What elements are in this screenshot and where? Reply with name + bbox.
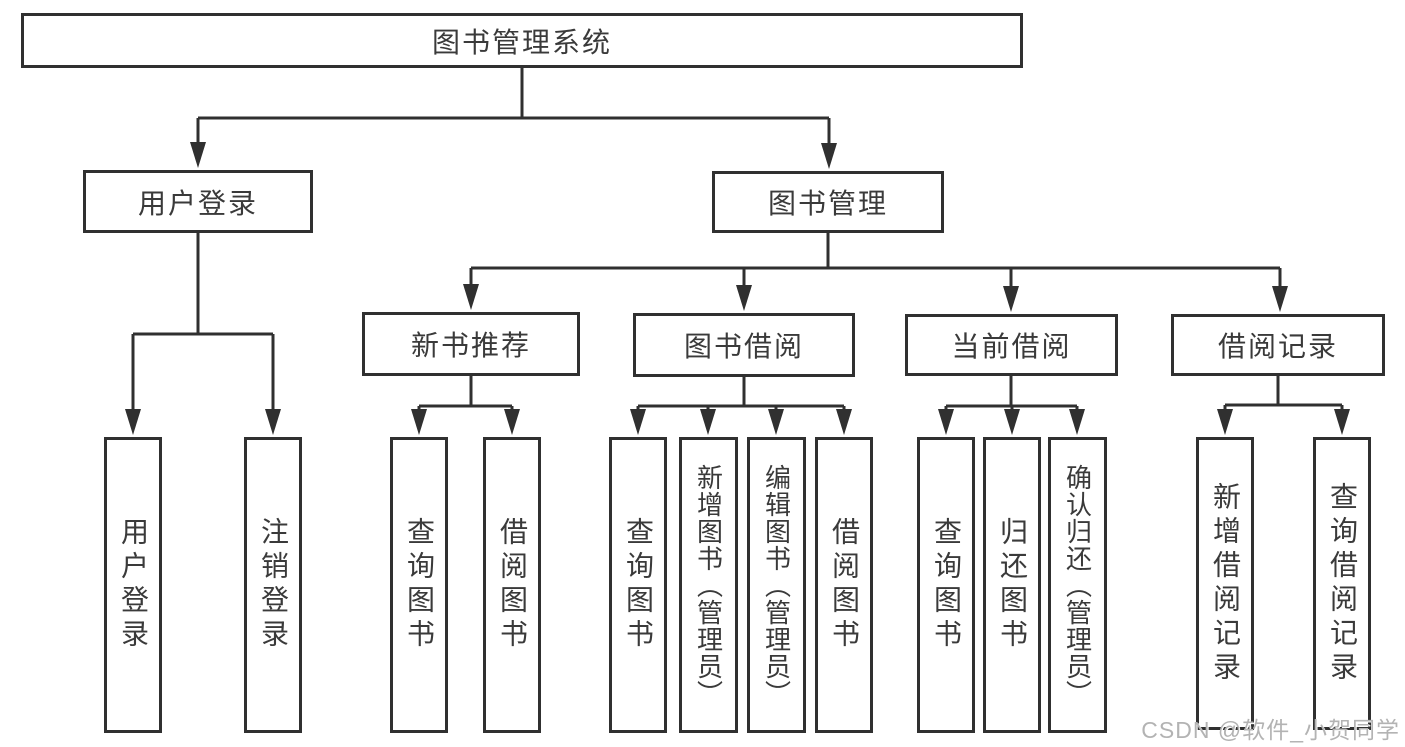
leaf-user-login: 用户登录 — [104, 437, 162, 733]
leaf-borrow-add-books-admin: 新增图书（管理员） — [679, 437, 738, 733]
leaf-borrow-edit-books-admin: 编辑图书（管理员） — [747, 437, 806, 733]
node-new-book-recommend: 新书推荐 — [362, 312, 580, 376]
node-library-management-system: 图书管理系统 — [21, 13, 1023, 68]
leaf-logout: 注销登录 — [244, 437, 302, 733]
node-book-borrow: 图书借阅 — [633, 313, 855, 377]
leaf-records-add-record: 新增借阅记录 — [1196, 437, 1254, 730]
leaf-current-confirm-return-admin: 确认归还（管理员） — [1048, 437, 1107, 733]
node-current-borrow: 当前借阅 — [905, 314, 1118, 376]
leaf-borrow-borrow-books: 借阅图书 — [815, 437, 873, 733]
leaf-current-return-books: 归还图书 — [983, 437, 1041, 733]
leaf-newbook-borrow-books: 借阅图书 — [483, 437, 541, 733]
leaf-newbook-query-books: 查询图书 — [390, 437, 448, 733]
leaf-current-query-books: 查询图书 — [917, 437, 975, 733]
node-book-management: 图书管理 — [712, 171, 944, 233]
leaf-records-query-record: 查询借阅记录 — [1313, 437, 1371, 730]
leaf-borrow-query-books: 查询图书 — [609, 437, 667, 733]
csdn-watermark: CSDN @软件_小贺同学 — [1141, 717, 1400, 743]
node-user-login: 用户登录 — [83, 170, 313, 233]
node-borrow-records: 借阅记录 — [1171, 314, 1385, 376]
